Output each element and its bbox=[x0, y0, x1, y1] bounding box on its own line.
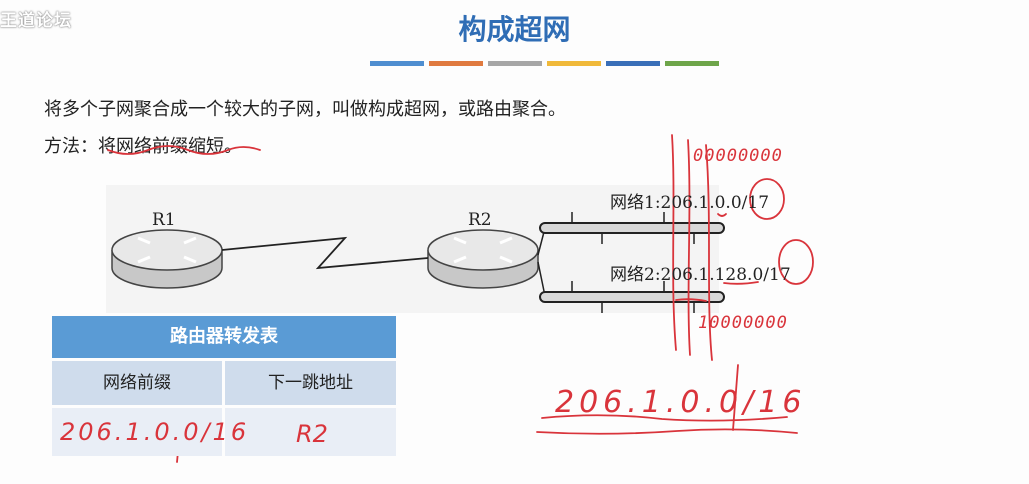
slide-title: 构成超网 bbox=[458, 13, 571, 46]
network1-bus bbox=[539, 222, 725, 234]
network1-label: 网络1:206.1.0.0/17 bbox=[610, 193, 770, 213]
forum-watermark: 王道论坛 bbox=[0, 11, 72, 31]
handwritten-bits-top: 00000000 bbox=[693, 146, 783, 166]
title-color-bars bbox=[370, 61, 719, 66]
handwritten-aggregate: 206.1.0.0/16 bbox=[555, 385, 807, 420]
router-r1-icon bbox=[111, 229, 223, 289]
handwritten-table-nexthop: R2 bbox=[296, 420, 328, 448]
color-bar bbox=[665, 61, 719, 66]
column-header-prefix: 网络前缀 bbox=[52, 361, 222, 405]
routing-table-title: 路由器转发表 bbox=[52, 316, 396, 358]
router-r2-label: R2 bbox=[468, 210, 492, 230]
router-r2-icon bbox=[427, 229, 539, 289]
table-row bbox=[52, 408, 222, 456]
color-bar bbox=[488, 61, 542, 66]
color-bar bbox=[547, 61, 601, 66]
handwritten-table-prefix: 206.1.0.0/16 bbox=[60, 418, 250, 446]
handwritten-annotations bbox=[107, 134, 814, 463]
router-r1-label: R1 bbox=[152, 210, 176, 230]
color-bar bbox=[429, 61, 483, 66]
table-row bbox=[225, 408, 396, 456]
serial-link-icon bbox=[221, 236, 429, 270]
color-bar bbox=[370, 61, 424, 66]
handwritten-bits-bottom: 10000000 bbox=[698, 313, 788, 333]
network2-label: 网络2:206.1.128.0/17 bbox=[610, 265, 791, 285]
link-line bbox=[537, 261, 546, 297]
color-bar bbox=[606, 61, 660, 66]
definition-text: 将多个子网聚合成一个较大的子网，叫做构成超网，或路由聚合。 bbox=[44, 99, 566, 120]
column-header-nexthop: 下一跳地址 bbox=[225, 361, 396, 405]
